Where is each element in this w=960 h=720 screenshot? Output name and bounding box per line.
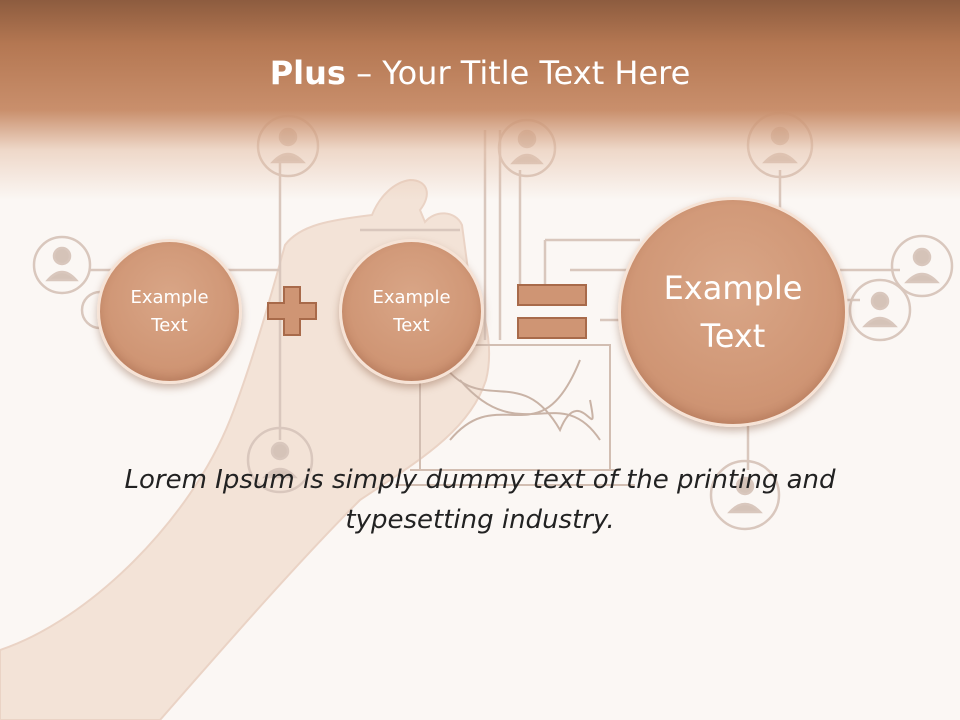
circle-middle-text: Example Text <box>372 286 451 336</box>
title-rest: – Your Title Text Here <box>345 54 691 92</box>
circle-result-text: Example Text <box>663 269 803 355</box>
person-icon <box>709 459 781 531</box>
person-icon <box>890 234 954 298</box>
example-circle-result: Example Text <box>618 197 848 427</box>
equals-icon <box>517 284 587 339</box>
title-band <box>0 0 960 200</box>
title-bold: Plus <box>269 54 346 92</box>
plus-icon <box>267 286 317 336</box>
person-icon <box>848 278 912 342</box>
circle-left-text: Example Text <box>130 286 209 336</box>
laptop-sketch <box>395 344 635 486</box>
example-circle-middle: Example Text <box>339 239 484 384</box>
slide-title: Plus – Your Title Text Here <box>0 54 960 92</box>
body-text: Lorem Ipsum is simply dummy text of the … <box>124 465 836 535</box>
person-icon <box>32 235 92 295</box>
person-icon <box>246 426 314 494</box>
example-circle-left: Example Text <box>97 239 242 384</box>
